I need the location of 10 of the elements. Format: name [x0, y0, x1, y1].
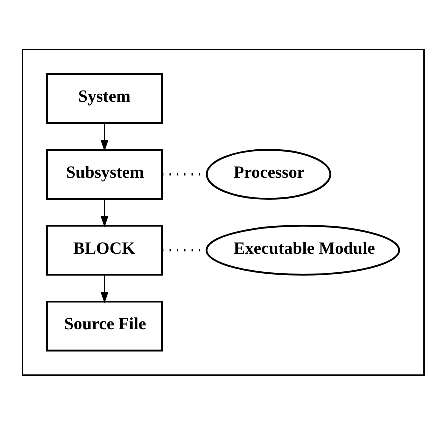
node-box: System: [46, 73, 164, 124]
arrow: [100, 275, 109, 304]
node-box: Subsystem: [46, 149, 164, 200]
node-ellipse: Executable Module: [206, 225, 400, 276]
cluster: [22, 48, 425, 376]
node-ellipse: Processor: [206, 149, 332, 200]
node-box: Source File: [46, 300, 164, 352]
arrow: [100, 124, 109, 152]
node-box: BLOCK: [46, 225, 164, 276]
arrow: [100, 199, 109, 228]
